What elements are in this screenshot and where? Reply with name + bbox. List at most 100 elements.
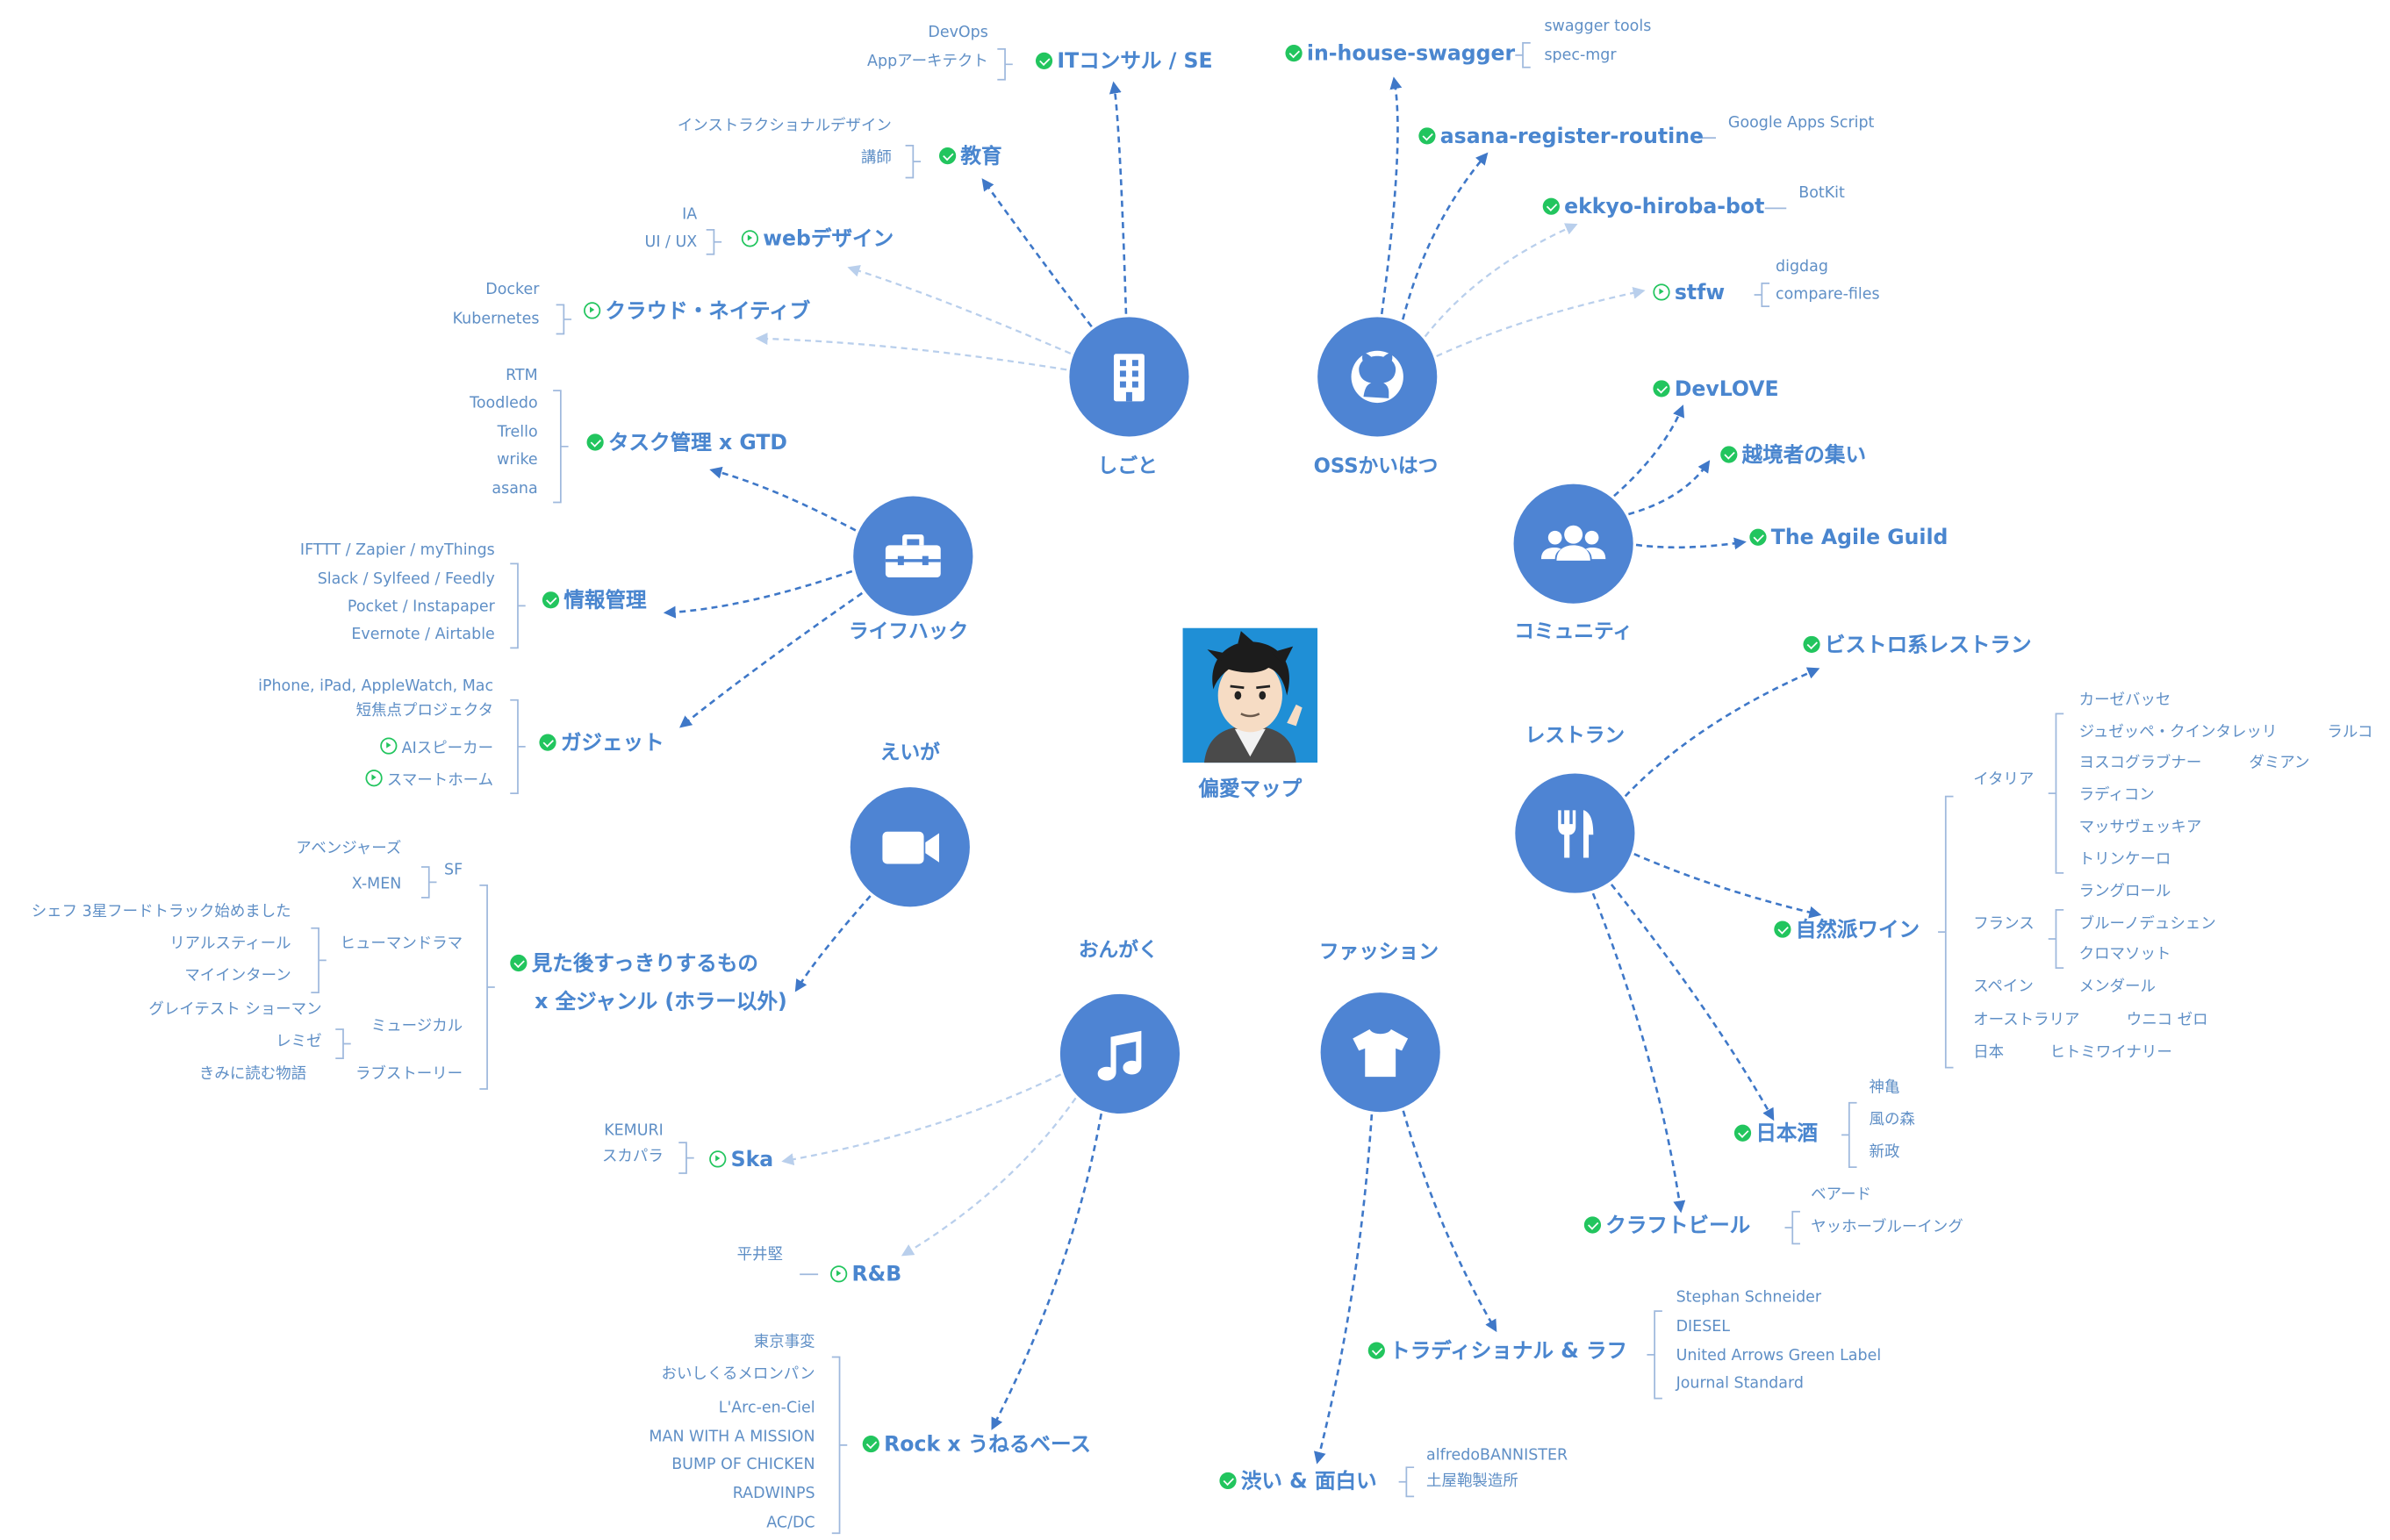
leaf-item[interactable]: マッサヴェッキア bbox=[2079, 820, 2202, 836]
leaf-item[interactable]: ヨスコグラブナー bbox=[2079, 756, 2202, 771]
leaf-item[interactable]: ヒトミワイナリー bbox=[2049, 1045, 2171, 1061]
category-building-hub[interactable] bbox=[1069, 317, 1189, 437]
leaf-item[interactable]: リアルスティール bbox=[169, 936, 291, 952]
leaf-item[interactable]: 短焦点プロジェクタ bbox=[356, 704, 493, 720]
leaf-item[interactable]: レミゼ bbox=[276, 1035, 321, 1050]
leaf-item[interactable]: SF bbox=[444, 863, 463, 878]
topic-node[interactable]: クラウド・ネイティブ bbox=[584, 301, 810, 323]
leaf-item[interactable]: グレイテスト ショーマン bbox=[148, 1002, 321, 1018]
leaf-item[interactable]: ジュゼッペ・クインタレッリ bbox=[2079, 725, 2278, 741]
leaf-item[interactable]: Appアーキテクト bbox=[867, 54, 988, 70]
leaf-item[interactable]: シェフ 3星フードトラック始めました bbox=[32, 905, 291, 920]
leaf-item[interactable]: AIスピーカー bbox=[380, 737, 493, 757]
leaf-item[interactable]: Trello bbox=[498, 425, 538, 441]
leaf-item[interactable]: インストラクショナルデザイン bbox=[678, 118, 892, 134]
leaf-item[interactable]: Slack / Sylfeed / Feedly bbox=[318, 572, 495, 588]
leaf-item[interactable]: ブルーノデュシェン bbox=[2079, 917, 2216, 933]
topic-node[interactable]: Ska bbox=[709, 1150, 773, 1171]
leaf-item[interactable]: Pocket / Instapaper bbox=[348, 599, 495, 615]
leaf-item[interactable]: おいしくるメロンパン bbox=[662, 1367, 815, 1383]
leaf-item[interactable]: IFTTT / Zapier / myThings bbox=[300, 543, 495, 559]
topic-node[interactable]: ビストロ系レストラン bbox=[1803, 635, 2032, 657]
leaf-item[interactable]: swagger tools bbox=[1544, 19, 1651, 35]
topic-node[interactable]: webデザイン bbox=[741, 229, 894, 251]
category-video-camera-hub[interactable] bbox=[850, 787, 970, 907]
leaf-item[interactable]: ミュージカル bbox=[371, 1020, 463, 1035]
topic-node[interactable]: stfw bbox=[1653, 283, 1725, 304]
topic-node[interactable]: in-house-swagger bbox=[1285, 44, 1515, 66]
leaf-item[interactable]: Docker bbox=[485, 283, 539, 298]
leaf-item[interactable]: 神亀 bbox=[1870, 1080, 1900, 1096]
leaf-item[interactable]: きみに読む物語 bbox=[199, 1067, 306, 1083]
leaf-item[interactable]: ヒューマンドラマ bbox=[341, 936, 463, 952]
leaf-item[interactable]: アベンジャーズ bbox=[296, 842, 401, 857]
leaf-item[interactable]: KEMURI bbox=[604, 1123, 664, 1139]
leaf-item[interactable]: イタリア bbox=[1973, 773, 2034, 788]
topic-node[interactable]: クラフトビール bbox=[1583, 1215, 1750, 1237]
leaf-item[interactable]: トリンケーロ bbox=[2079, 852, 2171, 868]
leaf-item[interactable]: Stephan Schneider bbox=[1676, 1291, 1822, 1306]
leaf-item[interactable]: 新政 bbox=[1870, 1145, 1900, 1161]
leaf-item[interactable]: BotKit bbox=[1798, 186, 1845, 202]
topic-node[interactable]: x 全ジャンル (ホラー以外) bbox=[535, 992, 787, 1014]
topic-node[interactable]: 渋い & 面白い bbox=[1219, 1472, 1377, 1493]
leaf-item[interactable]: ダミアン bbox=[2249, 756, 2309, 771]
leaf-item[interactable]: digdag bbox=[1776, 260, 1828, 276]
leaf-item[interactable]: wrike bbox=[497, 453, 538, 469]
leaf-item[interactable]: Google Apps Script bbox=[1728, 116, 1874, 132]
leaf-item[interactable]: スカパラ bbox=[602, 1150, 664, 1165]
leaf-item[interactable]: 講師 bbox=[861, 151, 892, 167]
leaf-item[interactable]: 東京事変 bbox=[754, 1335, 815, 1350]
leaf-item[interactable]: メンダール bbox=[2079, 979, 2156, 995]
leaf-item[interactable]: RTM bbox=[506, 369, 538, 384]
leaf-item[interactable]: 平井堅 bbox=[737, 1248, 783, 1264]
topic-node[interactable]: ガジェット bbox=[539, 733, 664, 756]
leaf-item[interactable]: カーゼバッセ bbox=[2079, 693, 2171, 709]
leaf-item[interactable]: RADWINPS bbox=[733, 1486, 815, 1502]
topic-node[interactable]: 自然派ワイン bbox=[1774, 920, 1920, 942]
leaf-item[interactable]: 風の森 bbox=[1870, 1113, 1915, 1128]
leaf-item[interactable]: asana bbox=[492, 482, 537, 498]
leaf-item[interactable]: Evernote / Airtable bbox=[351, 627, 494, 643]
leaf-item[interactable]: 土屋鞄製造所 bbox=[1426, 1474, 1518, 1490]
leaf-item[interactable]: オーストラリア bbox=[1973, 1014, 2079, 1029]
category-people-hub[interactable] bbox=[1513, 483, 1633, 604]
leaf-item[interactable]: IA bbox=[682, 208, 697, 223]
leaf-item[interactable]: Journal Standard bbox=[1676, 1376, 1804, 1392]
topic-node[interactable]: ITコンサル / SE bbox=[1035, 51, 1213, 74]
leaf-item[interactable]: スマートホーム bbox=[365, 770, 493, 790]
topic-node[interactable]: 情報管理 bbox=[542, 591, 647, 612]
topic-node[interactable]: タスク管理 x GTD bbox=[586, 433, 787, 455]
leaf-item[interactable]: ヤッホーブルーイング bbox=[1811, 1220, 1963, 1236]
topic-node[interactable]: 越境者の集い bbox=[1720, 445, 1866, 467]
leaf-item[interactable]: UI / UX bbox=[645, 235, 698, 251]
leaf-item[interactable]: Kubernetes bbox=[453, 312, 540, 327]
topic-node[interactable]: 日本酒 bbox=[1733, 1123, 1818, 1146]
leaf-item[interactable]: 日本 bbox=[1973, 1045, 2004, 1061]
leaf-item[interactable]: United Arrows Green Label bbox=[1676, 1349, 1882, 1365]
leaf-item[interactable]: マイインターン bbox=[184, 969, 291, 985]
leaf-item[interactable]: フランス bbox=[1973, 917, 2034, 933]
category-fork-knife-hub[interactable] bbox=[1515, 773, 1635, 893]
leaf-item[interactable]: ラルコ bbox=[2327, 725, 2372, 741]
leaf-item[interactable]: iPhone, iPad, AppleWatch, Mac bbox=[258, 679, 493, 695]
leaf-item[interactable]: DIESEL bbox=[1676, 1320, 1730, 1336]
leaf-item[interactable]: spec-mgr bbox=[1544, 48, 1616, 64]
category-tshirt-hub[interactable] bbox=[1320, 992, 1440, 1113]
leaf-item[interactable]: L'Arc-en-Ciel bbox=[719, 1400, 815, 1416]
topic-node[interactable]: ekkyo-hiroba-bot bbox=[1542, 197, 1764, 219]
leaf-item[interactable]: ラディコン bbox=[2079, 788, 2155, 804]
topic-node[interactable]: 教育 bbox=[938, 147, 1002, 168]
leaf-item[interactable]: DevOps bbox=[928, 25, 987, 41]
category-github-hub[interactable] bbox=[1317, 317, 1438, 437]
topic-node[interactable]: Rock x うねるベース bbox=[862, 1435, 1091, 1457]
leaf-item[interactable]: クロマソット bbox=[2079, 948, 2171, 963]
leaf-item[interactable]: Toodledo bbox=[470, 396, 537, 412]
leaf-item[interactable]: X-MEN bbox=[352, 877, 402, 892]
category-toolbox-hub[interactable] bbox=[853, 496, 973, 616]
leaf-item[interactable]: ラングロール bbox=[2079, 885, 2171, 900]
topic-node[interactable]: 見た後すっきりするもの bbox=[510, 954, 758, 976]
leaf-item[interactable]: ラブストーリー bbox=[355, 1067, 463, 1083]
leaf-item[interactable]: compare-files bbox=[1776, 287, 1880, 303]
leaf-item[interactable]: alfredoBANNISTER bbox=[1426, 1448, 1568, 1464]
